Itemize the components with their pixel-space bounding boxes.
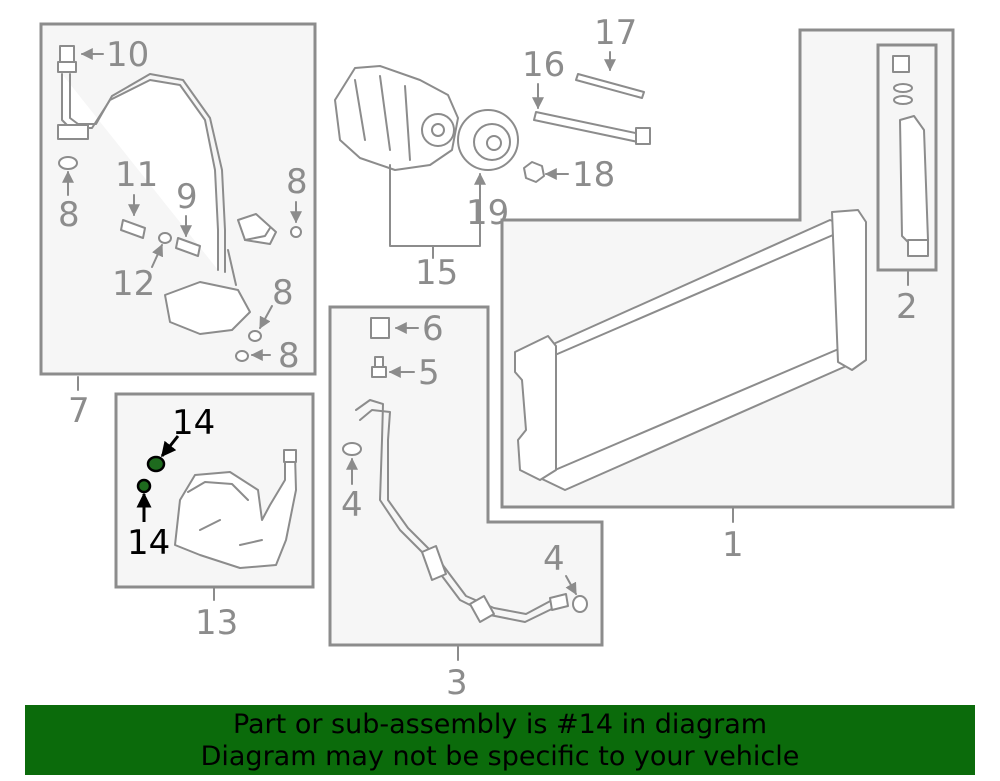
callout-12: 12 [112, 264, 155, 304]
callout-13: 13 [195, 603, 238, 643]
callout-numbers: 10 8 11 9 12 8 8 8 7 13 6 5 4 4 3 15 19 … [58, 13, 918, 703]
callout-14-upper: 14 [172, 403, 215, 443]
info-banner: Part or sub-assembly is #14 in diagram D… [25, 705, 975, 775]
callout-15: 15 [415, 253, 458, 293]
callout-8-bottom-right: 8 [278, 336, 300, 376]
part-14-highlight[interactable] [136, 435, 180, 522]
callout-5: 5 [418, 353, 440, 393]
callout-8-mid-right: 8 [272, 273, 294, 313]
callout-11: 11 [115, 155, 158, 195]
callout-9: 9 [176, 177, 198, 217]
callout-18: 18 [572, 155, 615, 195]
group-3-pipe-box [328, 305, 604, 647]
o-ring-14-lower[interactable] [136, 478, 152, 494]
callout-8-top-right: 8 [286, 162, 308, 202]
callout-10: 10 [106, 35, 149, 75]
callout-17: 17 [594, 13, 637, 53]
callout-14-lower: 14 [127, 523, 170, 563]
callout-4-right: 4 [543, 539, 565, 579]
leader-lines [62, 48, 909, 661]
callout-19: 19 [466, 193, 509, 233]
compressor-group [334, 65, 651, 259]
callout-6: 6 [422, 309, 444, 349]
callout-2: 2 [896, 287, 918, 327]
o-ring-14-upper[interactable] [146, 455, 166, 473]
group-7-hose-box [39, 22, 317, 376]
callout-1: 1 [722, 525, 744, 565]
callout-7: 7 [68, 391, 90, 431]
banner-line-part: Part or sub-assembly is #14 in diagram [232, 709, 768, 740]
callout-8-left: 8 [58, 195, 80, 235]
callout-3: 3 [446, 663, 468, 703]
banner-line-disclaimer: Diagram may not be specific to your vehi… [200, 741, 800, 772]
group-1-condenser-box [500, 28, 955, 509]
callout-4-left: 4 [341, 485, 363, 525]
callout-16: 16 [522, 45, 565, 85]
